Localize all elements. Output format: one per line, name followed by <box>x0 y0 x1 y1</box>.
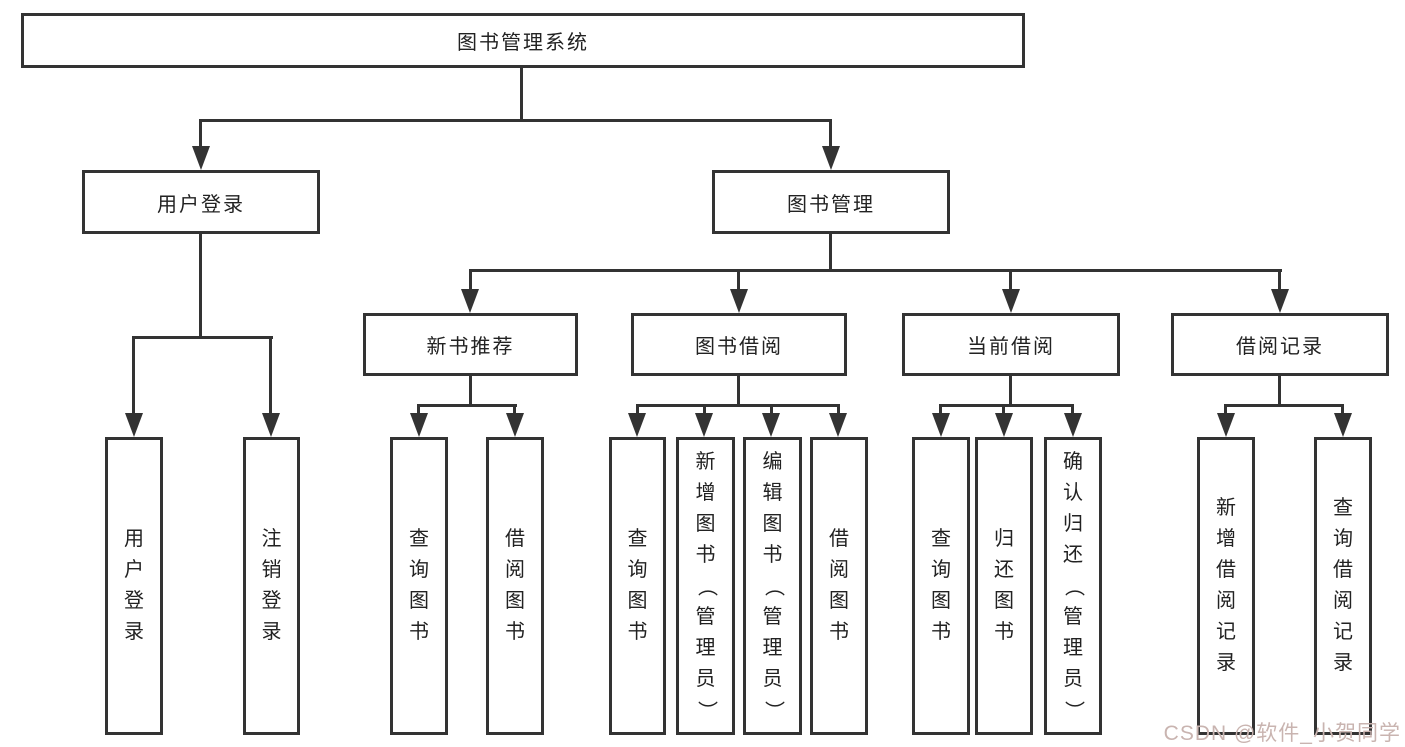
connector-stub <box>132 336 135 415</box>
leaf-label: 查询图书 <box>931 528 951 643</box>
node-book-borrowing: 图书借阅 <box>631 313 847 376</box>
arrowhead <box>829 413 847 437</box>
connector-stub <box>1002 404 1005 415</box>
node-new-book-recommend: 新书推荐 <box>363 313 578 376</box>
leaf-query-books-borrow: 查询图书 <box>609 437 666 735</box>
leaf-logout: 注销登录 <box>243 437 300 735</box>
arrowhead <box>995 413 1013 437</box>
leaf-borrow-books-newbook: 借阅图书 <box>486 437 544 735</box>
connector-stub <box>1009 269 1012 291</box>
node-current-borrowing: 当前借阅 <box>902 313 1120 376</box>
connector-newbook-split <box>417 404 517 407</box>
arrowhead <box>1002 289 1020 313</box>
node-user-login: 用户登录 <box>82 170 320 234</box>
connector-borrow-split <box>636 404 840 407</box>
leaf-query-books-newbook: 查询图书 <box>390 437 448 735</box>
node-borrowing-records: 借阅记录 <box>1171 313 1389 376</box>
leaf-label: 用户登录 <box>124 528 144 643</box>
arrowhead <box>506 413 524 437</box>
leaf-label: 查询图书 <box>627 528 648 643</box>
arrowhead <box>1271 289 1289 313</box>
leaf-label: 编辑图书（管理员） <box>762 450 784 721</box>
leaf-borrow-books: 借阅图书 <box>810 437 868 735</box>
connector-stub <box>837 404 840 415</box>
node-label: 用户登录 <box>157 193 245 216</box>
node-label: 借阅记录 <box>1236 336 1324 358</box>
arrowhead <box>125 413 143 437</box>
connector-record-split <box>1224 404 1344 407</box>
connector-stub <box>636 404 639 415</box>
watermark: CSDN @软件_小贺同学 <box>1163 722 1401 745</box>
leaf-return-books: 归还图书 <box>975 437 1033 735</box>
connector-stub <box>1341 404 1344 415</box>
connector-stub <box>1278 269 1281 291</box>
connector-stub <box>199 119 202 149</box>
node-library-system: 图书管理系统 <box>21 13 1025 68</box>
leaf-label: 确认归还（管理员） <box>1062 450 1085 721</box>
connector-borrow-drop <box>737 376 740 407</box>
node-label: 图书管理系统 <box>457 32 589 54</box>
connector-current-split <box>939 404 1074 407</box>
leaf-label: 借阅图书 <box>505 528 525 643</box>
arrowhead <box>410 413 428 437</box>
leaf-confirm-return-admin: 确认归还（管理员） <box>1044 437 1102 735</box>
connector-stub <box>770 404 773 415</box>
connector-current-drop <box>1009 376 1012 407</box>
leaf-label: 新增图书（管理员） <box>695 450 717 721</box>
arrowhead <box>1334 413 1352 437</box>
leaf-label: 借阅图书 <box>829 528 849 643</box>
connector-stub <box>269 336 272 415</box>
arrowhead <box>192 146 210 170</box>
connector-stub <box>1224 404 1227 415</box>
leaf-add-books-admin: 新增图书（管理员） <box>676 437 735 735</box>
node-label: 图书借阅 <box>695 336 783 358</box>
node-label: 当前借阅 <box>967 336 1055 358</box>
leaf-query-books-current: 查询图书 <box>912 437 970 735</box>
arrowhead <box>628 413 646 437</box>
leaf-label: 查询图书 <box>409 528 429 643</box>
leaf-label: 查询借阅记录 <box>1333 497 1353 674</box>
node-label: 新书推荐 <box>426 336 515 358</box>
connector-bookmgmt-drop <box>829 234 832 272</box>
connector-stub <box>737 269 740 291</box>
connector-stub <box>513 404 516 415</box>
arrowhead <box>822 146 840 170</box>
connector-stub <box>829 119 832 149</box>
connector-login-drop <box>199 234 202 338</box>
connector-record-drop <box>1278 376 1281 407</box>
arrowhead <box>1217 413 1235 437</box>
arrowhead <box>461 289 479 313</box>
connector-stub <box>469 269 472 291</box>
connector-bookmgmt-split <box>469 269 1282 272</box>
node-label: 图书管理 <box>787 193 875 216</box>
leaf-label: 归还图书 <box>994 528 1014 643</box>
arrowhead <box>730 289 748 313</box>
leaf-edit-books-admin: 编辑图书（管理员） <box>743 437 802 735</box>
connector-login-split <box>132 336 273 339</box>
connector-stub <box>1071 404 1074 415</box>
connector-stub <box>939 404 942 415</box>
arrowhead <box>262 413 280 437</box>
connector-stub <box>703 404 706 415</box>
leaf-label: 新增借阅记录 <box>1216 497 1236 674</box>
connector-newbook-drop <box>469 376 472 407</box>
leaf-query-borrow-record: 查询借阅记录 <box>1314 437 1372 735</box>
arrowhead <box>1064 413 1082 437</box>
node-book-management: 图书管理 <box>712 170 950 234</box>
connector-root-split <box>199 119 832 122</box>
leaf-user-login: 用户登录 <box>105 437 163 735</box>
arrowhead <box>695 413 713 437</box>
connector-root-drop <box>520 68 523 120</box>
arrowhead <box>932 413 950 437</box>
leaf-label: 注销登录 <box>261 528 282 643</box>
connector-stub <box>417 404 420 415</box>
arrowhead <box>762 413 780 437</box>
leaf-add-borrow-record: 新增借阅记录 <box>1197 437 1255 735</box>
